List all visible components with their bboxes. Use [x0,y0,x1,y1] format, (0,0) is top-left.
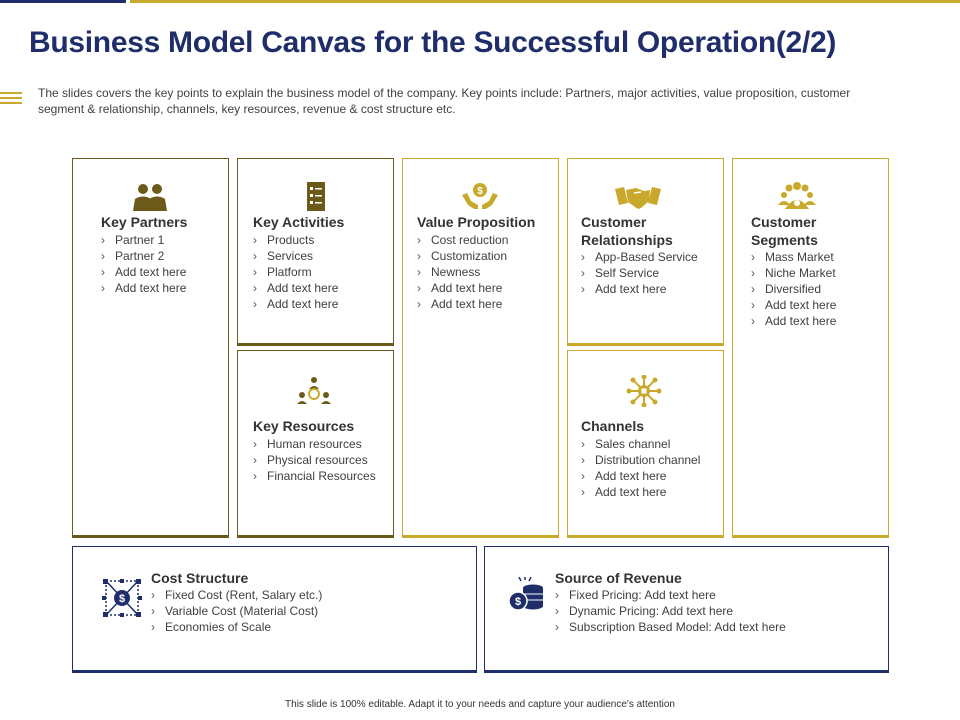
cost-structure-heading: Cost Structure [151,570,249,586]
list-item: Self Service [581,265,698,281]
heading-line: Customer [581,214,647,230]
footer-note: This slide is 100% editable. Adapt it to… [285,699,675,710]
list-item: Add text here [253,296,338,312]
list-item: Cost reduction [417,232,508,248]
list-item: Fixed Pricing: Add text here [555,587,786,603]
list-item: Add text here [581,484,700,500]
key-partners-heading: Key Partners [101,214,188,230]
key-activities-heading: Key Activities [253,214,345,230]
dollar-network-icon: $ [102,579,142,617]
channels-heading: Channels [581,418,645,434]
list-item: Physical resources [253,452,376,468]
channels-list: Sales channel Distribution channel Add t… [581,436,700,500]
list-item: Variable Cost (Material Cost) [151,603,322,619]
top-accent-bar-navy [0,0,126,3]
list-item: Economies of Scale [151,619,322,635]
heading-line: Segments [751,232,818,248]
menu-lines-icon [0,92,22,106]
list-item: Add text here [417,296,508,312]
checklist-icon [307,182,325,211]
key-partners-list: Partner 1 Partner 2 Add text here Add te… [101,232,186,296]
key-partners-box: Key Partners Partner 1 Partner 2 Add tex… [72,158,229,538]
list-item: Add text here [101,264,186,280]
customer-segments-heading: Customer Segments [751,213,818,249]
list-item: Newness [417,264,508,280]
list-item: Sales channel [581,436,700,452]
list-item: Add text here [751,297,836,313]
key-resources-list: Human resources Physical resources Finan… [253,436,376,484]
heading-line: Relationships [581,232,673,248]
list-item: Partner 1 [101,232,186,248]
value-proposition-list: Cost reduction Customization Newness Add… [417,232,508,312]
list-item: Subscription Based Model: Add text here [555,619,786,635]
list-item: App-Based Service [581,249,698,265]
customer-relationships-heading: Customer Relationships [581,213,673,249]
list-item: Diversified [751,281,836,297]
list-item: Dynamic Pricing: Add text here [555,603,786,619]
list-item: Add text here [581,468,700,484]
heading-line: Customer [751,214,817,230]
list-item: Fixed Cost (Rent, Salary etc.) [151,587,322,603]
revenue-heading: Source of Revenue [555,570,682,586]
group-icon [778,182,816,209]
team-cycle-icon [297,377,331,404]
key-activities-list: Products Services Platform Add text here… [253,232,338,312]
list-item: Niche Market [751,265,836,281]
list-item: Add text here [581,281,698,297]
list-item: Add text here [253,280,338,296]
revenue-list: Fixed Pricing: Add text here Dynamic Pri… [555,587,786,635]
top-accent-bar-gold [130,0,960,3]
page-title: Business Model Canvas for the Successful… [29,26,837,59]
customer-relationships-list: App-Based Service Self Service Add text … [581,249,698,297]
list-item: Financial Resources [253,468,376,484]
customer-segments-box: Customer Segments Mass Market Niche Mark… [732,158,889,538]
svg-text:$: $ [515,596,521,608]
customer-relationships-box: Customer Relationships App-Based Service… [567,158,724,346]
list-item: Partner 2 [101,248,186,264]
value-proposition-heading: Value Proposition [417,214,536,230]
cost-structure-box: $ Cost Structure Fixed Cost (Rent, Salar… [72,546,477,673]
svg-text:$: $ [477,186,483,197]
list-item: Distribution channel [581,452,700,468]
network-icon [626,375,662,407]
list-item: Add text here [751,313,836,329]
cost-structure-list: Fixed Cost (Rent, Salary etc.) Variable … [151,587,322,635]
key-resources-box: Key Resources Human resources Physical r… [237,350,394,538]
hands-money-icon: $ [462,183,498,209]
list-item: Add text here [101,280,186,296]
list-item: Human resources [253,436,376,452]
value-proposition-box: $ Value Proposition Cost reduction Custo… [402,158,559,538]
list-item: Platform [253,264,338,280]
coins-icon: $ [508,577,543,611]
list-item: Add text here [417,280,508,296]
people-icon [133,184,167,211]
list-item: Products [253,232,338,248]
list-item: Customization [417,248,508,264]
handshake-icon [615,187,661,209]
revenue-box: $ Source of Revenue Fixed Pricing: Add t… [484,546,889,673]
customer-segments-list: Mass Market Niche Market Diversified Add… [751,249,836,329]
intro-text: The slides covers the key points to expl… [38,86,851,116]
channels-box: Channels Sales channel Distribution chan… [567,350,724,538]
list-item: Services [253,248,338,264]
svg-text:$: $ [119,593,125,605]
key-activities-box: Key Activities Products Services Platfor… [237,158,394,346]
list-item: Mass Market [751,249,836,265]
key-resources-heading: Key Resources [253,418,355,434]
